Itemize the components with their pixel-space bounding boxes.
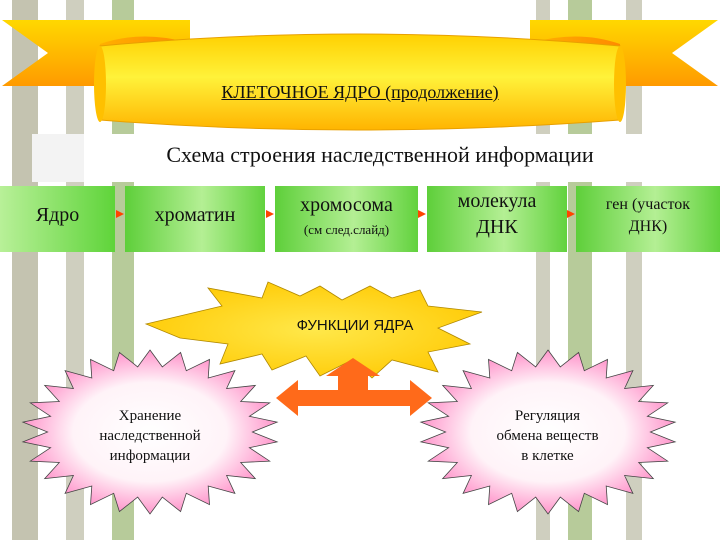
subtitle-side-block xyxy=(32,134,84,182)
right-star-line-3: в клетке xyxy=(521,448,574,464)
functions-burst-shape xyxy=(144,281,483,379)
title-banner xyxy=(2,20,718,131)
banner-right-curl xyxy=(614,46,626,122)
chain-text-dna-2: ДНК xyxy=(476,216,518,238)
chain-note-chromosome: (см след.слайд) xyxy=(303,222,390,237)
banner-left-curl xyxy=(94,46,106,122)
left-star-line-2: наследственной xyxy=(99,428,201,444)
chain-arrow-3 xyxy=(418,210,426,218)
right-star-line-1: Регуляция xyxy=(514,408,581,424)
chain-arrow-4 xyxy=(567,210,575,218)
left-star-line-1: Хранение xyxy=(118,408,182,424)
subtitle: Схема строения наследственной информации xyxy=(166,142,594,167)
chain-box-dna: молекула ДНК xyxy=(427,186,567,252)
chain-arrows xyxy=(116,210,575,218)
chain-text-nucleus: Ядро xyxy=(35,204,80,226)
chain-box-chromatin: хроматин xyxy=(125,186,265,252)
chain-text-gene-2: ДНК) xyxy=(628,218,668,235)
left-star-line-3: информации xyxy=(109,448,191,464)
double-arrow-icon xyxy=(276,358,432,416)
right-star-line-2: обмена веществ xyxy=(496,428,599,444)
stripe-gray-left xyxy=(12,0,38,540)
chain-box-gene: ген (участок ДНК) xyxy=(576,186,720,252)
left-star-shape xyxy=(21,349,279,515)
chain-arrow-2 xyxy=(266,210,274,218)
chain-box-chromosome: хромосома (см след.слайд) xyxy=(275,186,418,252)
chain-box-nucleus: Ядро xyxy=(0,186,115,252)
chain-arrow-1 xyxy=(116,210,124,218)
chain-text-chromosome: хромосома xyxy=(300,194,393,216)
functions-title: ФУНКЦИИ ЯДРА xyxy=(296,317,414,334)
banner-title: КЛЕТОЧНОЕ ЯДРО (продолжение) xyxy=(221,82,499,102)
subtitle-band xyxy=(100,134,690,182)
right-star-shape xyxy=(419,349,677,515)
chain-text-dna-1: молекула xyxy=(457,190,537,212)
chain-text-gene-1: ген (участок xyxy=(605,196,691,213)
chain-text-chromatin: хроматин xyxy=(154,204,236,226)
